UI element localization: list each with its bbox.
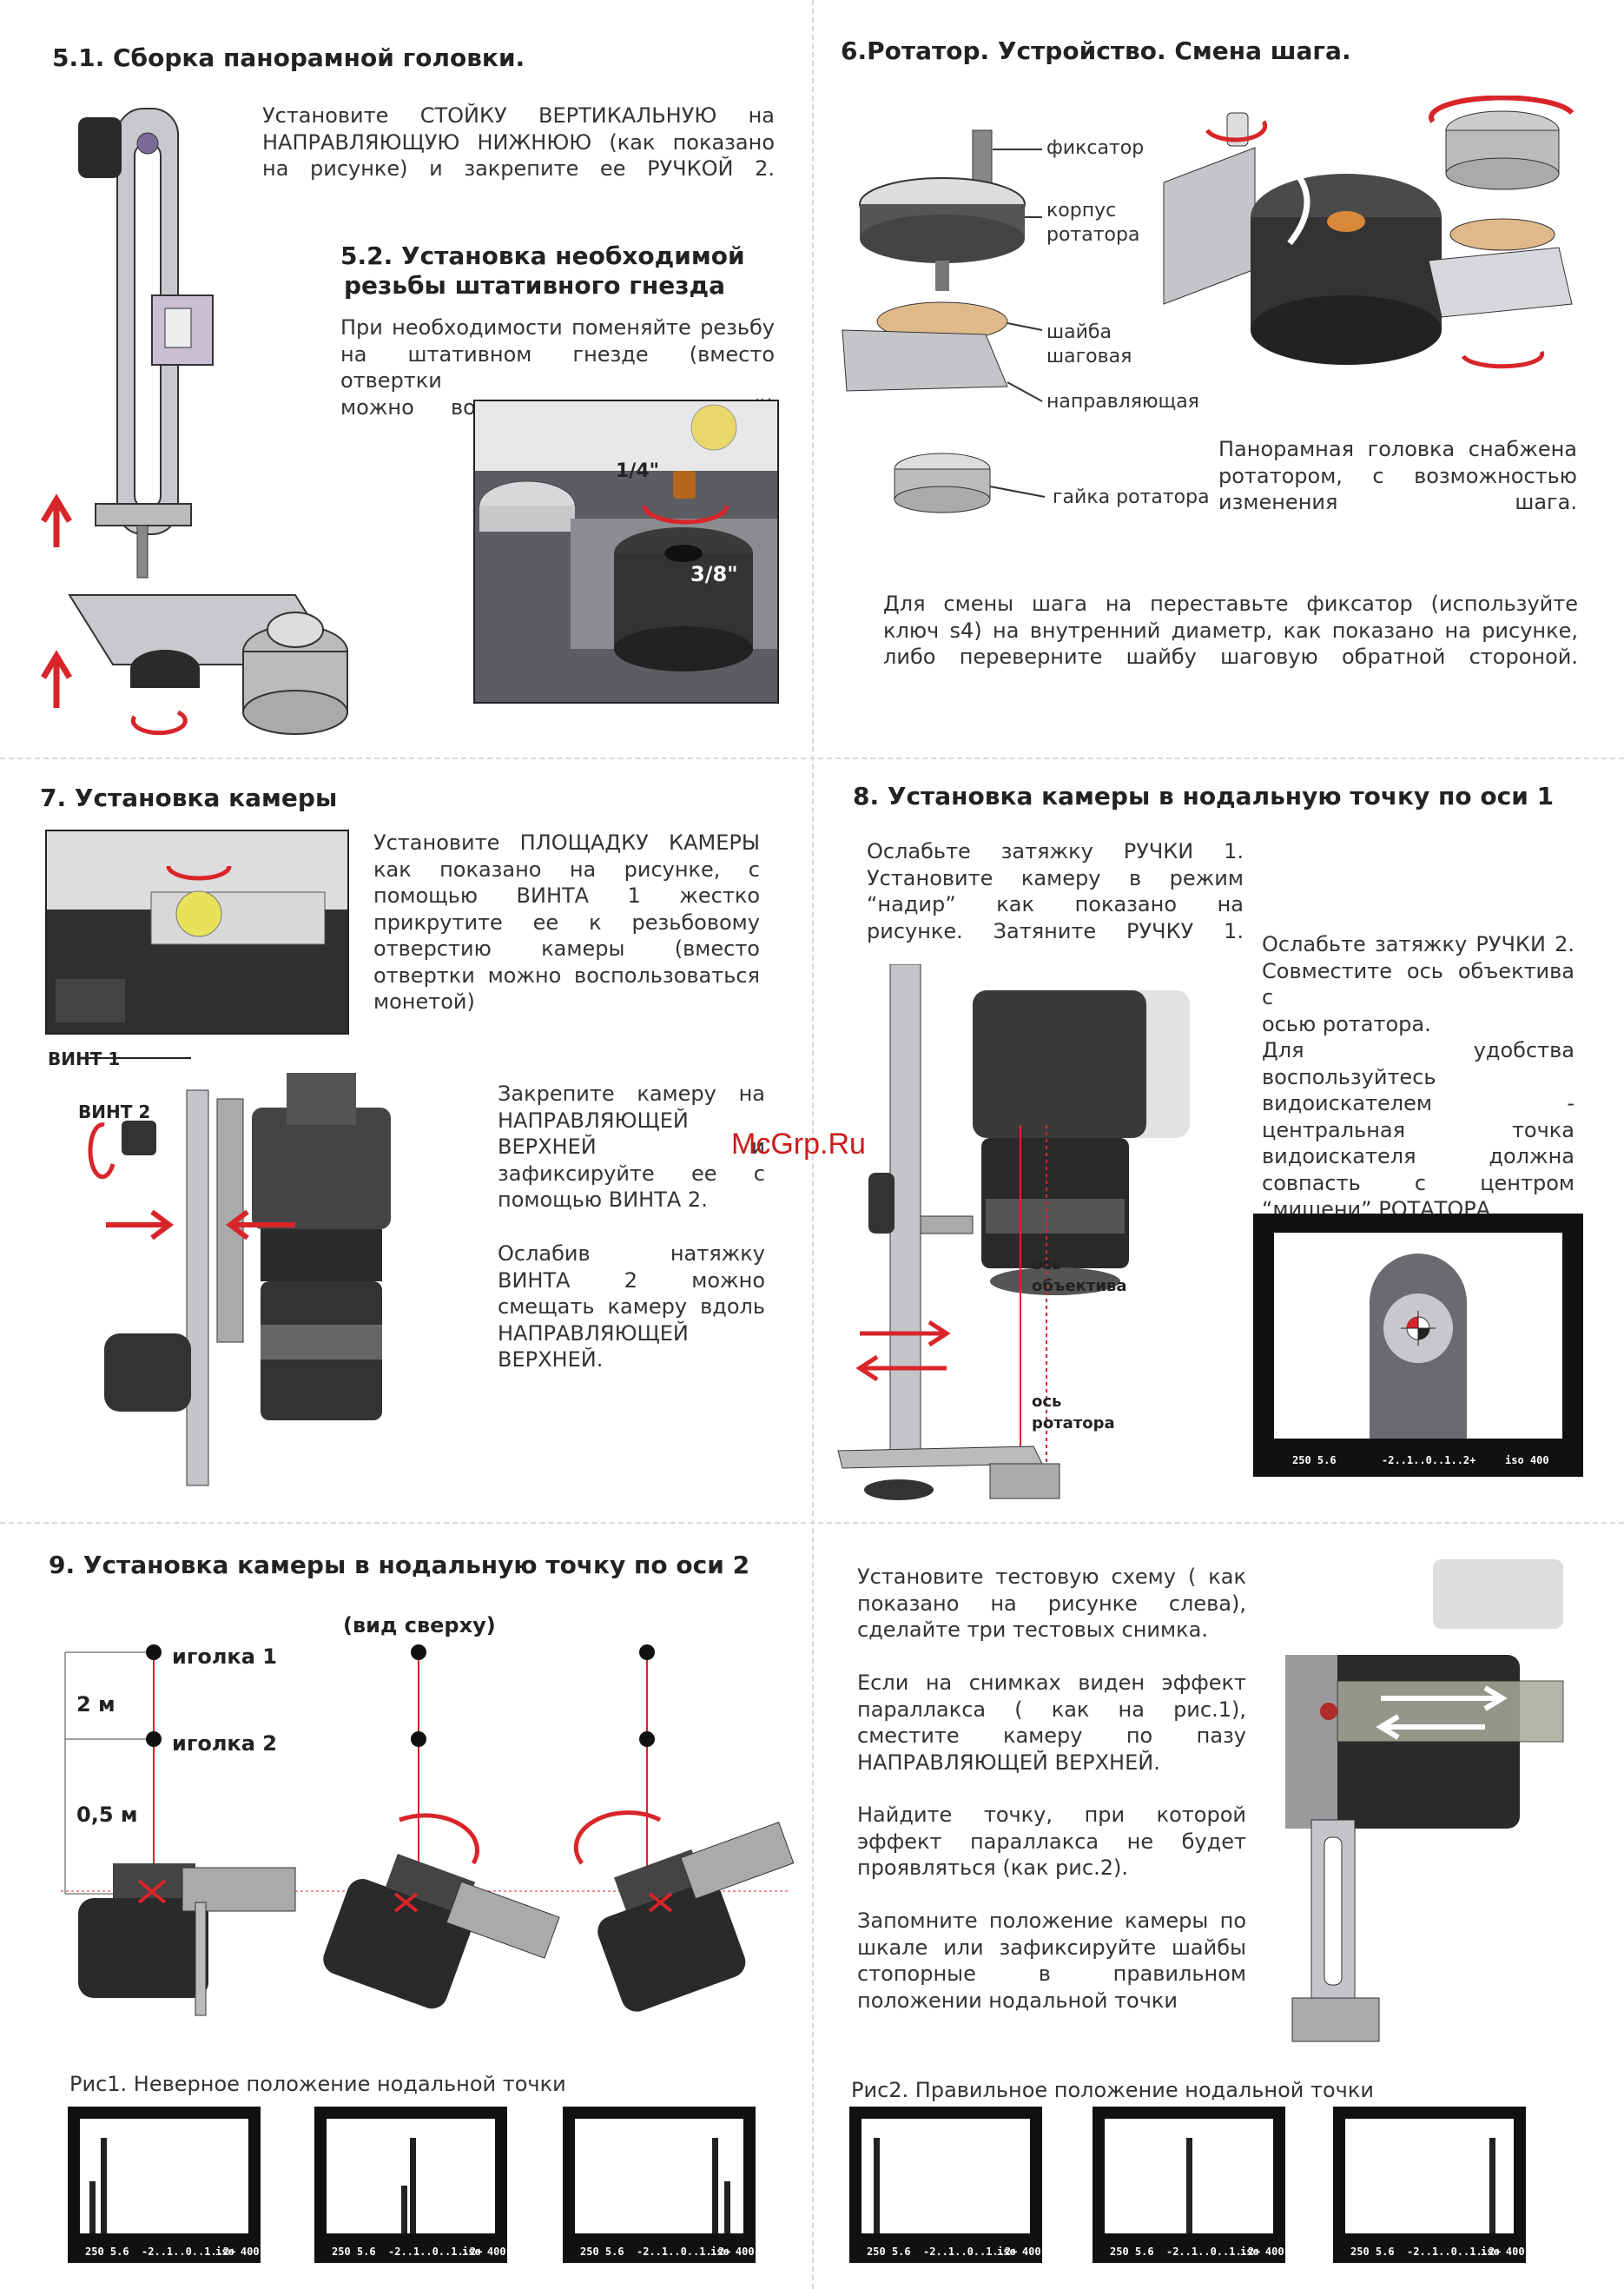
rotator-axis-label-2: ротатора (1032, 1414, 1115, 1432)
camera-mount-illustration (87, 1057, 391, 1486)
nadir-mode-illustration (837, 964, 1190, 1500)
fig2-shot-1-iso: iso 400 (997, 2246, 1041, 2258)
row-divider-2 (0, 1522, 1624, 1524)
vf-readout-iso: iso 400 (1505, 1454, 1549, 1466)
section-5-2-title-line1: 5.2. Установка необходимой (340, 241, 745, 270)
scale-adjust-illustration (1285, 1559, 1564, 2042)
distance-half-m-label: 0,5 м (76, 1803, 138, 1827)
section-9-title: 9. Установка камеры в нодальную точку по… (49, 1551, 750, 1579)
fig2-shot-1: 250 5.6 -2..1..0..1..2+ iso 400 (849, 2107, 1042, 2263)
fig2-shot-2: 250 5.6 -2..1..0..1..2+ iso 400 (1093, 2107, 1285, 2263)
fig1-shot-1: 250 5.6 -2..1..0..1..2+ iso 400 (68, 2107, 261, 2263)
thread-label-three-eighths: 3/8" (690, 562, 738, 586)
fig2-shot-3-iso: iso 400 (1481, 2246, 1525, 2258)
fig2-shot-3: 250 5.6 -2..1..0..1..2+ iso 400 (1333, 2107, 1526, 2263)
label-washer-2: шаговая (1046, 346, 1132, 367)
top-view-label: (вид сверху) (343, 1613, 496, 1637)
label-rotator-body-1: корпус (1046, 200, 1117, 222)
fig2-shot-2-scale: -2..1..0..1..2+ (1166, 2246, 1261, 2258)
fig2-shot-2-exposure: 250 5.6 (1110, 2246, 1154, 2258)
fig1-shot-2-exposure: 250 5.6 (332, 2246, 376, 2258)
viewfinder-target: 250 5.6 -2..1..0..1..2+ iso 400 (1253, 1214, 1583, 1477)
label-guide: направляющая (1046, 391, 1199, 413)
section-8-title: 8. Установка камеры в нодальную точку по… (853, 782, 1555, 810)
fig1-shot-2-scale: -2..1..0..1..2+ (388, 2246, 483, 2258)
parallax-test-diagram (61, 1644, 795, 2016)
fig2-shot-1-scale: -2..1..0..1..2+ (923, 2246, 1018, 2258)
watermark-text: McGrp.Ru (731, 1128, 866, 1161)
thread-label-quarter: 1/4" (616, 460, 660, 482)
fig1-shot-2: 250 5.6 -2..1..0..1..2+ iso 400 (314, 2107, 507, 2263)
lens-axis-label-2: объектива (1032, 1277, 1127, 1295)
screw-2-label: ВИНТ 2 (78, 1101, 151, 1122)
assembly-illustration (40, 108, 348, 736)
row-divider-1 (0, 757, 1624, 759)
fig1-shot-3: 250 5.6 -2..1..0..1..2+ iso 400 (563, 2107, 756, 2263)
needle-2-label: иголка 2 (172, 1731, 277, 1756)
fig1-shot-3-exposure: 250 5.6 (580, 2246, 624, 2258)
figure-1-caption: Рис1. Неверное положение нодальной точки (69, 2072, 566, 2096)
section-7-title: 7. Установка камеры (40, 784, 338, 812)
label-latch: фиксатор (1046, 137, 1145, 159)
vf-readout-exposure: 250 5.6 (1292, 1454, 1337, 1466)
fig1-shot-2-iso: iso 400 (462, 2246, 506, 2258)
rotator-axis-label-1: ось (1032, 1393, 1062, 1411)
vf-readout-scale: -2..1..0..1..2+ (1382, 1454, 1476, 1466)
label-rotator-nut: гайка ротатора (1053, 486, 1210, 508)
distance-2m-label: 2 м (76, 1692, 116, 1717)
section-6-text-2: Для смены шага на переставьте фиксатор (… (883, 592, 1578, 669)
label-rotator-body-2: ротатора (1046, 224, 1140, 246)
rotator-step-change-illustration (1163, 96, 1574, 369)
figure-2-caption: Рис2. Правильное положение нодальной точ… (851, 2078, 1374, 2102)
fig1-shot-1-scale: -2..1..0..1..2+ (142, 2246, 236, 2258)
lens-axis-label-1: ось (1032, 1255, 1062, 1274)
fig2-shot-2-iso: iso 400 (1240, 2246, 1284, 2258)
fig2-shot-3-exposure: 250 5.6 (1350, 2246, 1395, 2258)
fig1-shot-1-iso: iso 400 (215, 2246, 260, 2258)
fig1-shot-3-iso: iso 400 (710, 2246, 755, 2258)
fig2-shot-1-exposure: 250 5.6 (867, 2246, 911, 2258)
label-washer-1: шайба (1046, 321, 1112, 343)
rotator-target-image (1370, 1254, 1467, 1439)
section-8-text-1: Ослабьте затяжку РУЧКИ 1.Установите каме… (867, 839, 1244, 943)
camera-plate-illustration (45, 830, 349, 1035)
thread-change-illustration: 1/4" 3/8" (473, 400, 779, 704)
section-5-2-title-line2: резьбы штативного гнезда (344, 271, 725, 300)
needle-1-label: иголка 1 (172, 1644, 277, 1669)
fig2-shot-3-scale: -2..1..0..1..2+ (1407, 2246, 1502, 2258)
rotator-exploded-illustration (842, 129, 1046, 513)
column-divider (812, 0, 814, 2289)
section-5-1-title: 5.1. Сборка панорамной головки. (52, 43, 525, 72)
section-6-title: 6.Ротатор. Устройство. Смена шага. (841, 36, 1351, 65)
fig1-shot-1-exposure: 250 5.6 (85, 2246, 129, 2258)
section-8-text-2: Ослабьте затяжку РУЧКИ 2.Совместите ось … (1262, 932, 1574, 1221)
fig1-shot-3-scale: -2..1..0..1..2+ (637, 2246, 731, 2258)
